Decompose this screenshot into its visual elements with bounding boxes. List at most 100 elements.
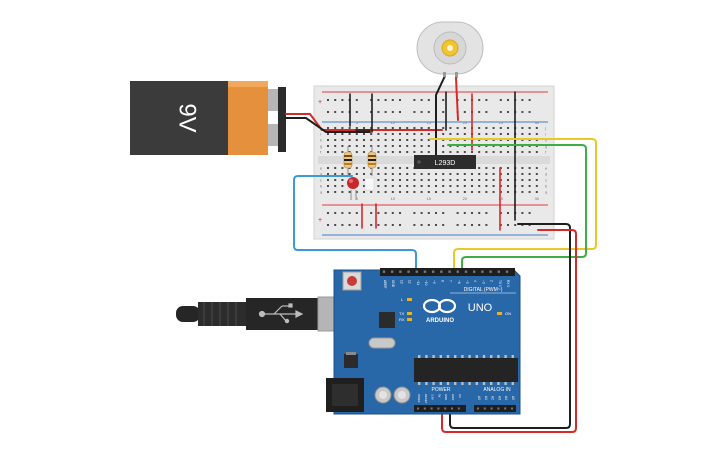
motor-black-lead [435, 77, 445, 169]
row-letter: d [545, 172, 547, 177]
row-letter: i [545, 132, 546, 137]
row-letter: c [545, 178, 547, 183]
atmega-pins [418, 355, 514, 385]
row-letter: i [320, 132, 321, 137]
battery-red-lead [285, 113, 443, 131]
analog-pin-label: A5 [511, 396, 515, 400]
tx-label: TX [399, 311, 404, 316]
row-letter: f [545, 150, 547, 155]
digital-pin-label: 8 [440, 280, 444, 282]
arduino-brand-label: ARDUINO [426, 318, 454, 324]
row-letter: b [320, 184, 323, 189]
atmega-chip [414, 358, 518, 382]
row-letter: a [320, 190, 323, 195]
power-pin-label: Vin [458, 394, 462, 398]
motor-red-lead [455, 77, 459, 121]
digital-pin-label: 13 [399, 280, 403, 284]
row-letter: g [320, 144, 322, 149]
analog-pin-label: A1 [484, 396, 488, 400]
power-pin-label: 5V [437, 394, 441, 398]
column-number: 5 [356, 196, 359, 201]
row-letter: a [545, 190, 548, 195]
digital-pin-label: GND [391, 280, 395, 288]
digital-header[interactable] [380, 268, 515, 276]
breadboard-wires[interactable] [285, 77, 516, 231]
chip-label: L293D [435, 160, 456, 167]
analog-header[interactable] [474, 405, 516, 412]
battery-label: 9V [174, 103, 201, 132]
power-header[interactable] [414, 405, 466, 412]
digital-pin-label: ~10 [424, 280, 428, 286]
digital-pin-label: ~5 [465, 280, 469, 284]
power-pin-label: 3.3V [431, 394, 435, 400]
breadboard-holes[interactable] [327, 99, 538, 226]
analog-pin-label: A0 [477, 396, 481, 400]
row-letter: h [320, 138, 322, 143]
analog-pin-label: A2 [491, 396, 495, 400]
usb-symbol-icon [258, 303, 304, 324]
wire-blue [293, 175, 417, 273]
digital-pin-label: RX 0 [506, 280, 510, 287]
l-led-label: L [401, 297, 404, 302]
voltage-regulator [344, 354, 358, 368]
led-blank-square [364, 177, 375, 191]
rx-label: RX [399, 317, 405, 322]
arduino-logo-icon [422, 298, 457, 314]
column-number: 5 [356, 120, 359, 125]
analog-pin-label: A3 [497, 396, 501, 400]
wire-yellow [429, 138, 597, 273]
red-led[interactable] [347, 177, 359, 200]
wire-red-5v [441, 229, 577, 433]
row-letter: b [545, 184, 548, 189]
resistor-2[interactable] [367, 146, 377, 176]
column-number: 15 [427, 120, 432, 125]
row-letter: j [544, 126, 546, 131]
digital-pin-label: TX 1 [498, 280, 502, 287]
rail-plus-label-top: + [318, 99, 322, 106]
analog-pin-label: A4 [504, 396, 508, 400]
column-number: 10 [391, 120, 396, 125]
row-letter: e [320, 166, 323, 171]
resistor-1[interactable] [343, 146, 353, 176]
column-number: 20 [463, 120, 468, 125]
arduino-model-label: UNO [468, 302, 493, 314]
row-letter: f [320, 150, 322, 155]
power-pin-label: GND [451, 394, 455, 400]
digital-pin-label: ~3 [481, 280, 485, 284]
digital-pin-label: ~9 [432, 280, 436, 284]
digital-header-label: DIGITAL (PWM~) [464, 287, 503, 293]
usb-interface-chip [379, 312, 395, 328]
row-letter: e [545, 166, 548, 171]
digital-pin-label: AREF [383, 280, 387, 289]
digital-pin-label: 2 [490, 280, 494, 282]
digital-pin-label: ~11 [416, 280, 420, 285]
digital-pin-label: 7 [449, 280, 453, 282]
l293d-chip[interactable]: L293D [414, 155, 476, 169]
rail-plus-label-bottom: + [318, 217, 322, 224]
row-letter: d [320, 172, 322, 177]
power-pin-label: GND [444, 394, 448, 400]
analog-header-label: ANALOG IN [483, 387, 511, 393]
wire-black-gnd [449, 223, 571, 429]
column-number: 30 [535, 196, 540, 201]
on-label: ON [505, 311, 511, 316]
row-letter: c [320, 178, 322, 183]
wire-green [447, 144, 587, 273]
column-number: 25 [499, 196, 504, 201]
column-number: 25 [499, 120, 504, 125]
dc-motor[interactable] [416, 21, 484, 78]
column-number: 20 [463, 196, 468, 201]
battery-9v[interactable]: 9V [130, 81, 286, 155]
signal-wires[interactable] [293, 138, 597, 433]
column-number: 30 [535, 120, 540, 125]
power-pin-label: RESET [424, 394, 428, 404]
column-number: 10 [391, 196, 396, 201]
digital-pin-label: ~6 [457, 280, 461, 284]
crystal [368, 337, 396, 349]
